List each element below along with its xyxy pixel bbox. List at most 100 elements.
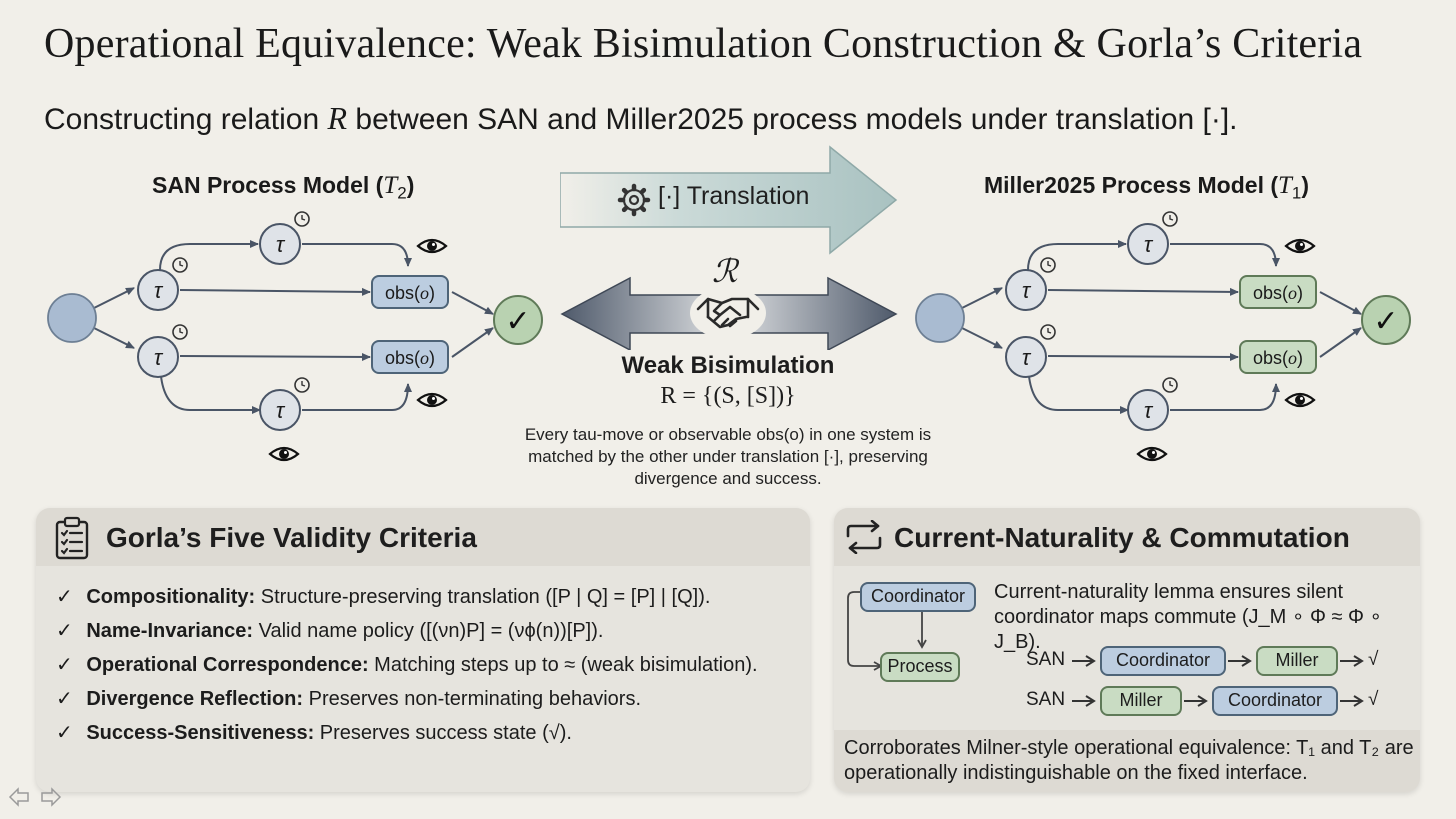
translation-arrow [560, 145, 898, 255]
chain-arrow [1228, 655, 1252, 667]
criterion-text: Valid name policy ([(νn)P] = (νϕ(n))[P])… [253, 620, 604, 642]
naturality-panel-title: Current-Naturality & Commutation [894, 522, 1350, 553]
naturality-panel: Current-Naturality & Commutation Coordin… [834, 508, 1420, 792]
chain-arrow [1340, 655, 1364, 667]
start-state-node [915, 293, 965, 343]
tau-label: τ [1022, 278, 1032, 303]
miller-title-sub: 1 [1291, 183, 1302, 203]
obs-label: obs(o) [385, 348, 435, 368]
coordinator-process-diagram [847, 591, 927, 671]
tau-node: τ [1127, 223, 1169, 265]
tau-node: τ [1005, 269, 1047, 311]
eye-icon [1284, 238, 1316, 254]
chain-arrow [1340, 695, 1364, 707]
obs-label: obs(o) [385, 283, 435, 303]
naturality-lemma: Current-naturality lemma ensures silent … [994, 580, 1414, 655]
clock-icon [1040, 324, 1056, 340]
transition-edge [159, 240, 259, 271]
tau-node: τ [1005, 336, 1047, 378]
chain-box: Miller [1256, 646, 1338, 676]
subtitle-relation-var: R [327, 100, 348, 136]
chain-arrow [1072, 695, 1096, 707]
slide-nav [8, 787, 62, 807]
transition-edge [93, 287, 135, 309]
prev-arrow-icon[interactable] [8, 787, 29, 807]
obs-node: obs(o) [371, 340, 449, 374]
obs-node: obs(o) [1239, 340, 1317, 374]
check-icon: ✓ [56, 688, 79, 710]
transition-edge [302, 383, 412, 411]
naturality-panel-header [834, 508, 1420, 566]
gorla-criteria-panel: Gorla’s Five Validity Criteria ✓ Composi… [36, 508, 810, 792]
transition-edge [1170, 383, 1280, 411]
page-title: Operational Equivalence: Weak Bisimulati… [44, 21, 1363, 67]
chain-arrow [1184, 695, 1208, 707]
clock-icon [1040, 257, 1056, 273]
tau-label: τ [276, 398, 286, 423]
handshake-icon [690, 287, 766, 339]
tau-node: τ [137, 269, 179, 311]
chain-box: Coordinator [1212, 686, 1338, 716]
eye-icon [416, 392, 448, 408]
start-state-node [47, 293, 97, 343]
check-icon: ✓ [56, 620, 79, 642]
transition-edge [179, 352, 371, 361]
check-icon: ✓ [56, 722, 79, 744]
clock-icon [172, 257, 188, 273]
tau-node: τ [259, 389, 301, 431]
clock-icon [1162, 211, 1178, 227]
clock-icon [294, 211, 310, 227]
tau-label: τ [1022, 345, 1032, 370]
obs-node: obs(o) [1239, 275, 1317, 309]
next-arrow-icon[interactable] [41, 787, 62, 807]
process-box: Process [880, 652, 960, 682]
chain-box: Miller [1100, 686, 1182, 716]
chain-arrow [1072, 655, 1096, 667]
success-node: ✓ [493, 295, 543, 345]
criterion-name: Name-Invariance: [86, 620, 254, 642]
transition-edge [302, 243, 412, 267]
transition-edge [1319, 327, 1362, 358]
transition-edge [1027, 240, 1127, 271]
criterion-item: ✓ Divergence Reflection: Preserves non-t… [56, 686, 641, 711]
miller-model-title: Miller2025 Process Model (T1) [984, 172, 1309, 204]
miller-title-var: T [1278, 172, 1292, 199]
commute-arrows-icon [846, 520, 882, 554]
chain-start: SAN [1026, 649, 1066, 670]
transition-edge [93, 327, 135, 349]
criterion-item: ✓ Compositionality: Structure-preserving… [56, 584, 710, 609]
clipboard-checklist-icon [55, 516, 89, 560]
obs-label: obs(o) [1253, 348, 1303, 368]
subtitle-suffix: between SAN and Miller2025 process model… [355, 103, 1238, 136]
transition-edge [179, 287, 371, 296]
commutation-chain-2: SAN Miller Coordinator √ [1026, 686, 1406, 718]
criterion-text: Preserves non-terminating behaviors. [303, 688, 642, 710]
criterion-item: ✓ Name-Invariance: Valid name policy ([(… [56, 618, 603, 643]
gorla-panel-header [36, 508, 810, 566]
miller-title-suffix: ) [1301, 172, 1310, 198]
criterion-name: Compositionality: [86, 586, 256, 608]
eye-icon [1136, 446, 1168, 462]
criterion-name: Success-Sensitiveness: [86, 722, 315, 744]
transition-edge [1319, 291, 1362, 315]
obs-label: obs(o) [1253, 283, 1303, 303]
transition-edge [1170, 243, 1280, 267]
gear-icon [617, 183, 651, 217]
tau-node: τ [259, 223, 301, 265]
translation-label: [·] Translation [658, 182, 810, 210]
san-title-sub: 2 [397, 183, 407, 203]
transition-edge [961, 327, 1003, 349]
eye-icon [268, 446, 300, 462]
chain-start: SAN [1026, 689, 1066, 710]
chain-success: √ [1368, 649, 1379, 670]
clock-icon [1162, 377, 1178, 393]
tau-label: τ [1144, 232, 1154, 257]
transition-edge [1047, 287, 1239, 296]
tau-label: τ [1144, 398, 1154, 423]
coordinator-box: Coordinator [860, 582, 976, 612]
center-arrows [560, 145, 898, 350]
chain-success: √ [1368, 689, 1379, 710]
